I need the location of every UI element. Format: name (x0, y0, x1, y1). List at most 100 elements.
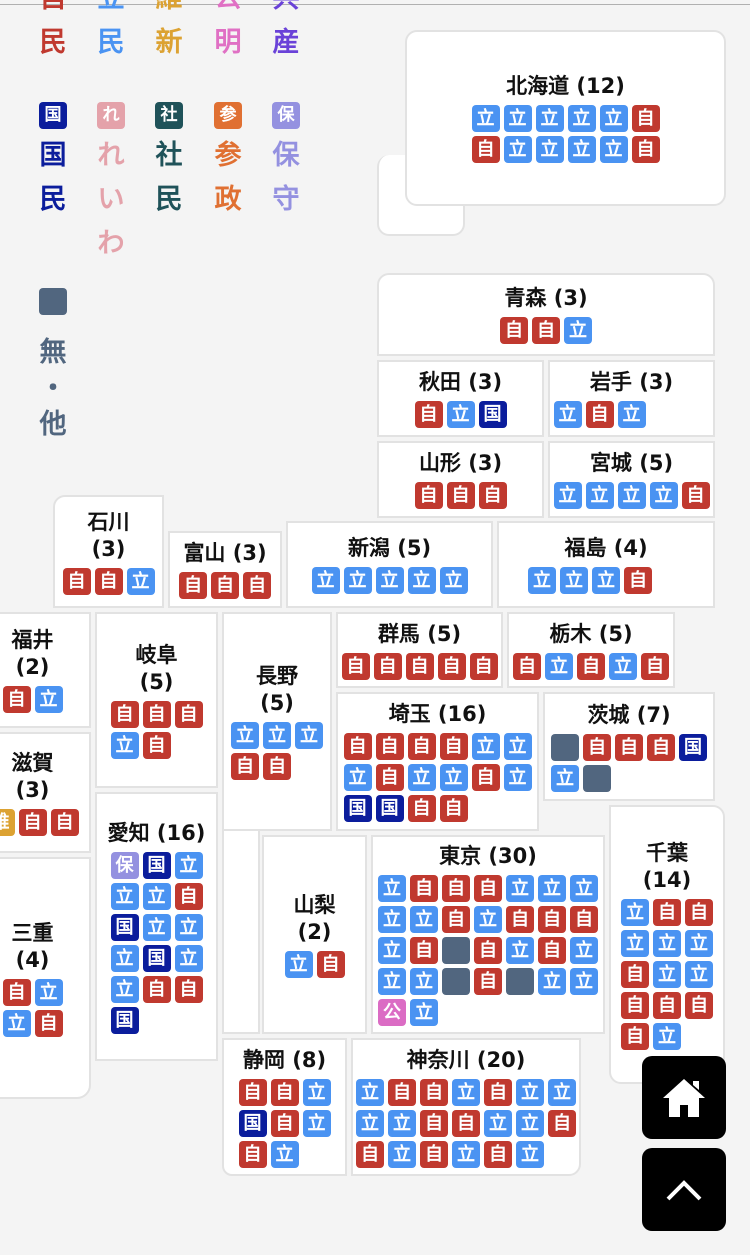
prefecture-title: 東京 (30) (439, 843, 537, 870)
seat-chip: 立 (263, 722, 291, 749)
prefecture-nagano[interactable]: 長野(5)立立立自自 (222, 612, 332, 831)
prefecture-niigata[interactable]: 新潟 (5)立立立立立 (286, 521, 493, 608)
seat-chip: 立 (142, 882, 171, 910)
prefecture-title-line: 静岡 (8) (242, 1047, 327, 1072)
prefecture-gifu[interactable]: 岐阜(5)自自自立自 (95, 612, 218, 788)
seat-chip: 立 (452, 1078, 480, 1106)
seat-chip: 自 (405, 652, 434, 680)
prefecture-fukui[interactable]: 福井(2)自立 (0, 612, 91, 728)
seat-chip: 自 (442, 906, 470, 933)
prefecture-ibaraki[interactable]: 茨城 (7)自自自国立 (543, 692, 715, 801)
seat-chip: 立 (343, 764, 372, 791)
prefecture-kanagawa[interactable]: 神奈川 (20)立自自立自立立立立自自立立自自立自立自立 (351, 1038, 581, 1176)
seat-chip: 立 (231, 722, 259, 749)
seat-chip: 立 (110, 944, 139, 972)
prefecture-saitama[interactable]: 埼玉 (16)自自自自立立立自立立自立国国自自 (336, 692, 539, 831)
prefecture-title-line: (4) (15, 947, 50, 972)
seat-chip: 立 (471, 105, 500, 132)
seat-chip: 自 (50, 808, 79, 836)
seat-chip: 自 (270, 1109, 299, 1137)
prefecture-title: 秋田 (3) (419, 369, 502, 396)
seat-chip: 立 (174, 913, 203, 941)
home-icon (663, 1078, 705, 1117)
legend-chip (39, 288, 67, 315)
seat-chip: 国 (679, 733, 707, 761)
legend-label: 民 (155, 184, 183, 215)
seat-chip: 自 (2, 978, 31, 1006)
prefecture-title-line: 石川 (87, 509, 130, 534)
seat-list: 維自自 (0, 808, 79, 836)
seat-chip: 立 (503, 136, 532, 163)
legend-chip: れ (97, 102, 125, 129)
seat-chip: 国 (110, 1006, 139, 1034)
prefecture-ishikawa[interactable]: 石川(3)自自立 (53, 495, 164, 608)
seat-chip: 自 (410, 875, 438, 902)
prefecture-miyagi[interactable]: 宮城 (5)立立立立自 (548, 441, 715, 518)
prefecture-iwate[interactable]: 岩手 (3)立自立 (548, 360, 715, 437)
seat-chip: 立 (34, 686, 63, 713)
seat-chip: 自 (388, 1078, 416, 1106)
seat-chip: 自 (631, 105, 660, 132)
prefecture-title: 山梨(2) (294, 892, 336, 946)
seat-chip: 自 (653, 991, 681, 1019)
legend-party: 公明 (208, 0, 248, 65)
prefecture-title: 岩手 (3) (590, 369, 673, 396)
seat-chip: 立 (439, 567, 468, 594)
prefecture-hokkaido[interactable]: 北海道 (12)立立立立立自自立立立立自 (405, 30, 726, 206)
seat-list: 保国立立立自国立立立国立立自自国 (110, 851, 203, 1034)
seat-chip: 立 (570, 875, 598, 902)
prefecture-mie[interactable]: 三重(4)自立立自 (0, 857, 91, 1099)
legend-party: 自民 (33, 0, 73, 65)
seat-list: 自自自自自 (341, 652, 498, 680)
seat-chip: 立 (653, 929, 681, 957)
seat-chip (442, 968, 470, 995)
prefecture-yamagata[interactable]: 山形 (3)自自自 (377, 441, 544, 518)
prefecture-title: 岐阜(5) (136, 642, 178, 696)
seat-chip: 自 (471, 136, 500, 163)
prefecture-title: 富山 (3) (183, 540, 266, 567)
seat-chip: 自 (583, 733, 611, 761)
seat-chip: 自 (685, 898, 713, 926)
seat-chip: 立 (560, 567, 588, 594)
prefecture-title-line: 青森 (3) (504, 286, 588, 310)
seat-chip: 自 (532, 317, 560, 344)
prefecture-aomori[interactable]: 青森 (3)自自立 (377, 273, 715, 356)
seat-chip: 自 (238, 1078, 267, 1106)
seat-chip: 立 (516, 1109, 544, 1137)
seat-chip: 自 (570, 906, 598, 933)
prefecture-shiga[interactable]: 滋賀(3) 維自自 (0, 732, 91, 853)
prefecture-title: 滋賀(3) (12, 750, 54, 804)
seat-chip: 自 (624, 567, 652, 594)
prefecture-title-line: (2) (15, 655, 50, 679)
prefecture-chiba[interactable]: 千葉(14)立自自立立立自立立自自自自立 (609, 805, 725, 1084)
prefecture-fukushima[interactable]: 福島 (4)立立立自 (497, 521, 715, 608)
seat-chip: 自 (420, 1078, 448, 1106)
prefecture-title-line: 神奈川 (20) (406, 1047, 526, 1072)
seat-chip: 自 (420, 1140, 448, 1168)
seat-chip: 立 (545, 652, 573, 680)
seat-chip: 国 (142, 944, 171, 972)
home-button[interactable] (642, 1056, 726, 1139)
legend-chip: 保 (272, 102, 300, 129)
seat-chip: 自 (538, 937, 566, 964)
seat-chip: 立 (410, 999, 438, 1026)
prefecture-shizuoka[interactable]: 静岡 (8)自自立国自立自立 (222, 1038, 347, 1176)
prefecture-tokyo[interactable]: 東京 (30)立自自自立立立立立自立自自自立自自立自立立立自立立公立 (371, 835, 605, 1034)
legend-label: 明 (214, 27, 242, 58)
prefecture-title: 長野(5) (256, 663, 298, 717)
seat-chip: 自 (231, 753, 259, 780)
prefecture-akita[interactable]: 秋田 (3)自立国 (377, 360, 544, 437)
prefecture-yamanashi[interactable]: 山梨(2)立自 (262, 835, 367, 1034)
prefecture-gunma[interactable]: 群馬 (5)自自自自自 (336, 612, 503, 688)
prefecture-aichi[interactable]: 愛知 (16)保国立立立自国立立立国立立自自国 (95, 792, 218, 1061)
scroll-top-button[interactable] (642, 1148, 726, 1231)
prefecture-toyama[interactable]: 富山 (3)自自自 (168, 531, 282, 608)
seat-chip: 自 (174, 975, 203, 1003)
legend-label: 新 (155, 27, 183, 58)
seat-chip: 自 (243, 572, 271, 599)
seat-chip: 立 (535, 136, 564, 163)
seat-chip: 自 (577, 652, 605, 680)
prefecture-tochigi[interactable]: 栃木 (5)自立自立自 (507, 612, 675, 688)
seat-chip: 立 (311, 567, 340, 594)
seat-chip: 自 (439, 733, 468, 760)
